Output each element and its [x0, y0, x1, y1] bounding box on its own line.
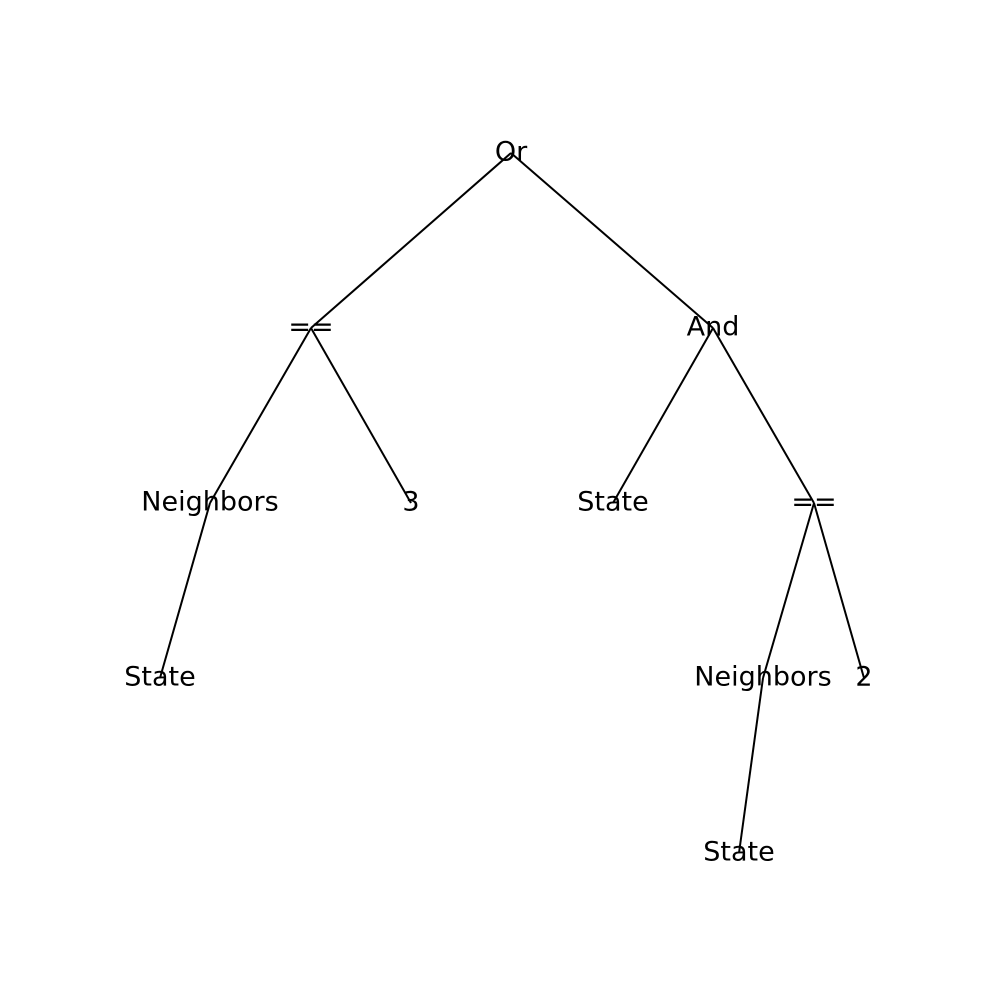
tree-edge-n8-n10 — [738, 677, 764, 854]
tree-edge-n3-n7 — [159, 502, 211, 679]
tree-node-n9: 2 — [855, 662, 872, 693]
tree-edge-n1-n3 — [209, 327, 312, 504]
tree-edges — [159, 152, 865, 854]
tree-edge-n1-n4 — [310, 327, 412, 504]
tree-edge-n2-n6 — [712, 327, 815, 504]
tree-node-n3: Neighbors — [141, 487, 278, 518]
tree-node-n4: 3 — [402, 487, 419, 518]
tree-node-n2: And — [687, 312, 740, 343]
tree-edge-n6-n9 — [813, 502, 865, 679]
tree-node-n1: == — [288, 312, 333, 343]
tree-edge-n2-n5 — [612, 327, 714, 504]
tree-edge-n0-n1 — [310, 152, 512, 329]
tree-node-n7: State — [124, 662, 195, 693]
tree-node-n8: Neighbors — [694, 662, 831, 693]
tree-node-n5: State — [577, 487, 648, 518]
tree-edge-n0-n2 — [510, 152, 714, 329]
tree-node-n6: == — [791, 487, 836, 518]
tree-node-n10: State — [703, 837, 774, 868]
tree-node-n0: Or — [495, 137, 528, 168]
tree-edge-n6-n8 — [762, 502, 815, 679]
